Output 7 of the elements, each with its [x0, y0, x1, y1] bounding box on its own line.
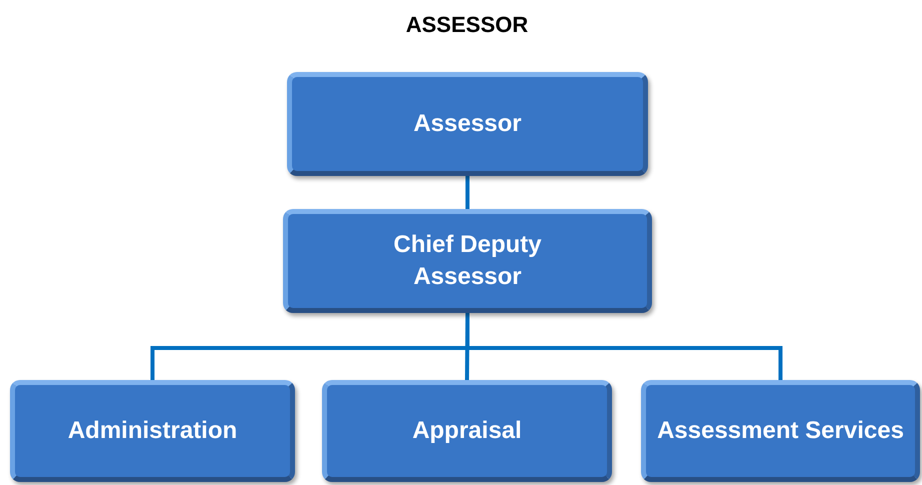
org-box: Appraisal: [322, 380, 612, 482]
org-box: Chief Deputy Assessor: [283, 209, 652, 313]
org-box: Administration: [10, 380, 295, 482]
org-box: Assessor: [287, 72, 648, 176]
chart-title: ASSESSOR: [404, 11, 530, 39]
connector-line: [466, 176, 470, 209]
org-box: Assessment Services: [641, 380, 920, 482]
